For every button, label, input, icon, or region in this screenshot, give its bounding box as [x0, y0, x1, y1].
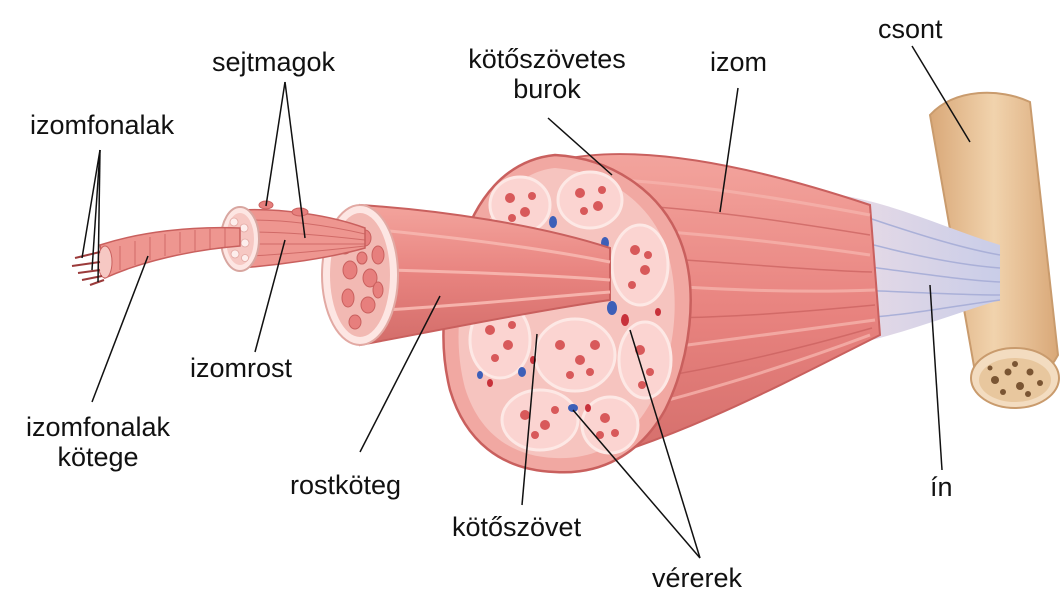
label-kotoszovetes-line1: kötőszövetes: [468, 44, 626, 74]
label-csont: csont: [878, 14, 943, 44]
label-izomfonalak-kotege-line2: kötege: [57, 442, 139, 472]
label-vererek: vérerek: [652, 563, 743, 593]
label-kotoszovet: kötőszövet: [452, 512, 582, 542]
label-izomrost: izomrost: [190, 353, 293, 383]
label-rostkoteg: rostköteg: [290, 470, 402, 500]
label-izom: izom: [710, 47, 768, 77]
leader-lines: [81, 45, 971, 559]
bone: [928, 91, 1060, 409]
blood-vessels: [477, 216, 661, 412]
label-izomfonalak: izomfonalak: [30, 110, 175, 140]
label-izomfonalak-kotege-line1: izomfonalak: [25, 412, 171, 442]
label-kotoszovetes-burok: kötőszövetes burok: [447, 44, 647, 104]
label-in: ín: [930, 472, 953, 502]
label-sejtmagok: sejtmagok: [212, 47, 336, 77]
label-kotoszovetes-line2: burok: [513, 74, 581, 104]
label-izomfonalak-kotege: izomfonalak kötege: [8, 412, 188, 472]
myofibril-bundle: [71, 226, 241, 286]
